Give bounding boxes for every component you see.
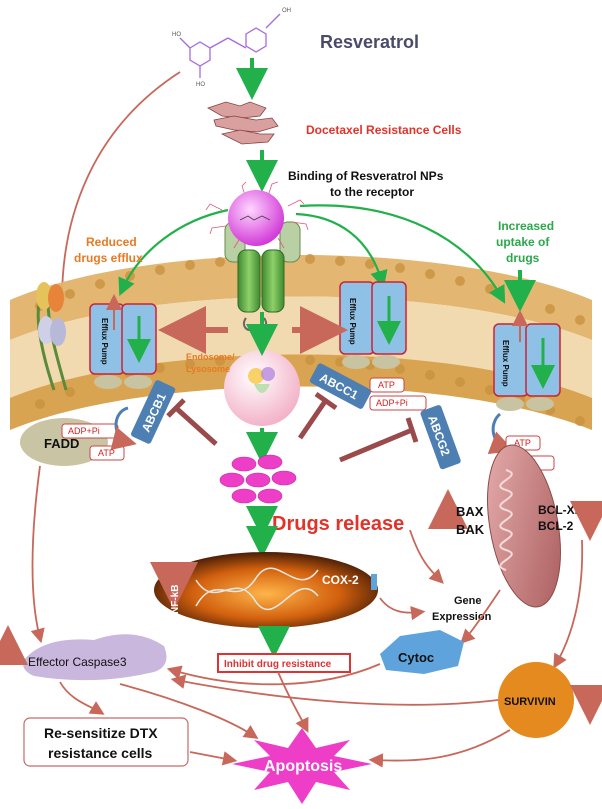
nfkb-label: NF-kB bbox=[170, 585, 181, 614]
arrow-survivin-to-caspase bbox=[170, 674, 499, 706]
efflux-pump-label-right: Efflux Pump bbox=[501, 340, 510, 387]
arrow-cytoc-to-caspase bbox=[166, 663, 381, 686]
arrow-np-to-right-pump bbox=[299, 204, 506, 304]
inhibit-label: Inhibit drug resistance bbox=[224, 659, 332, 670]
resveratrol-title: Resveratrol bbox=[320, 32, 419, 52]
cytoc-label: Cytoc bbox=[398, 650, 434, 665]
arrow-caspase-to-apoptosis bbox=[119, 683, 259, 739]
fadd-label: FADD bbox=[44, 436, 79, 451]
cytoc-shape bbox=[380, 630, 464, 674]
arrow-np-to-middle-pump bbox=[295, 212, 388, 289]
atp-cycle-left-icon bbox=[110, 406, 137, 450]
bcl-2-label: BCL-2 bbox=[538, 519, 574, 533]
arrow-mito-to-cytoc bbox=[460, 589, 501, 644]
arrow-survivin-to-apoptosis bbox=[368, 729, 511, 768]
endosome-label-line1: Endosome/ bbox=[186, 352, 235, 362]
gene-expression-line1: Gene bbox=[454, 595, 482, 607]
arrow-caspase-to-resensitize bbox=[59, 681, 105, 715]
increased-uptake-line1: Increased bbox=[498, 219, 554, 233]
arrow-np-to-left-pump bbox=[118, 208, 229, 297]
resensitize-box bbox=[23, 717, 189, 767]
molecule-oh-label: OH bbox=[282, 8, 291, 14]
survivin-label: SURVIVIN bbox=[504, 696, 556, 708]
endosome-label-line2: Lysosome bbox=[186, 364, 230, 374]
resensitize-line1: Re-sensitize DTX bbox=[44, 725, 158, 741]
resensitize-line2: resistance cells bbox=[48, 745, 153, 761]
abcg2-box: ABCG2 bbox=[420, 405, 461, 470]
molecule-ho-label-2: HO bbox=[196, 82, 205, 88]
arrow-fadd-to-caspase bbox=[30, 465, 45, 644]
resveratrol-nanoparticle-icon bbox=[205, 181, 309, 249]
dna-helix-icon bbox=[195, 567, 319, 611]
resveratrol-molecule-icon bbox=[179, 13, 281, 78]
arrow-release-to-gene bbox=[409, 529, 444, 584]
survivin-circle bbox=[498, 662, 574, 738]
atp-label-left: ATP bbox=[98, 448, 115, 458]
arrow-cox2-to-gene bbox=[379, 597, 426, 621]
gene-expression-line2: Expression bbox=[432, 611, 492, 623]
bax-label: BAX bbox=[456, 504, 484, 519]
effector-caspase-label: Effector Caspase3 bbox=[28, 655, 127, 669]
bcl-xl-label: BCL-XL bbox=[538, 503, 582, 517]
nucleus-icon bbox=[154, 552, 378, 628]
atp-label-middle: ATP bbox=[378, 380, 395, 390]
mitochondrion-icon bbox=[487, 444, 561, 608]
abcb1-inhibit-bar bbox=[166, 398, 218, 446]
efflux-pump-left bbox=[89, 294, 157, 389]
efflux-pump-right bbox=[493, 310, 561, 411]
increased-uptake-line2: uptake of bbox=[496, 235, 550, 249]
reduced-efflux-line1: Reduced bbox=[86, 235, 137, 249]
atp-label-right: ATP bbox=[514, 438, 531, 448]
apoptosis-label: Apoptosis bbox=[264, 758, 342, 775]
drug-particles-icon bbox=[219, 454, 297, 504]
arrow-resensitize-to-apoptosis bbox=[189, 751, 238, 766]
endosome-cargo-icon bbox=[248, 367, 275, 393]
increased-uptake-line3: drugs bbox=[506, 251, 540, 265]
cancer-cells-icon bbox=[207, 101, 279, 145]
inhibit-box bbox=[217, 653, 351, 673]
efflux-pump-label-middle: Efflux Pump bbox=[348, 298, 357, 345]
binding-label-line2: to the receptor bbox=[330, 185, 414, 199]
death-receptor-icon bbox=[36, 282, 68, 391]
apoptosis-burst-icon bbox=[232, 728, 372, 804]
binding-label-line1: Binding of Resveratrol NPs bbox=[288, 169, 444, 183]
arrow-inhibit-to-apoptosis bbox=[277, 671, 309, 733]
molecule-ho-label-1: HO bbox=[172, 32, 181, 38]
abcc1-inhibit-bar bbox=[297, 391, 338, 440]
adp-pi-label-middle: ADP+Pi bbox=[376, 398, 408, 408]
drugs-release-label: Drugs release bbox=[272, 513, 404, 535]
abcg2-inhibit-bar bbox=[339, 417, 419, 463]
adp-pi-label-left: ADP+Pi bbox=[68, 426, 100, 436]
cox2-label: COX-2 bbox=[322, 573, 359, 587]
dtx-cells-label: Docetaxel Resistance Cells bbox=[306, 123, 462, 137]
atp-cycle-right-icon bbox=[487, 412, 515, 454]
arrow-resveratrol-to-fadd bbox=[54, 71, 181, 306]
arrow-mito-to-survivin bbox=[553, 539, 584, 669]
efflux-pump-label-left: Efflux Pump bbox=[100, 318, 109, 365]
effector-caspase-shape bbox=[23, 634, 167, 681]
reduced-efflux-line2: drugs efflux bbox=[74, 251, 143, 265]
bak-label: BAK bbox=[456, 522, 485, 537]
